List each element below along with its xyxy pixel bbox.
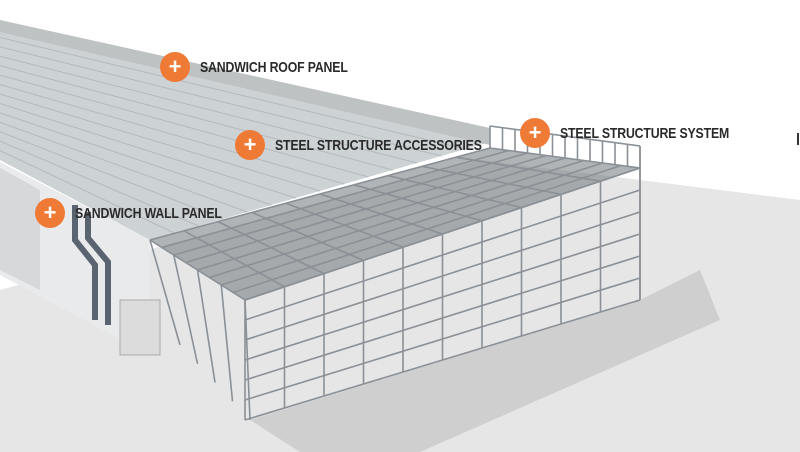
roof-seam xyxy=(0,36,466,150)
steel-purlin xyxy=(149,147,491,241)
steel-purlin xyxy=(209,159,584,279)
hotspot-label: STEEL STRUCTURE SYSTEM xyxy=(560,124,730,142)
roof-seam xyxy=(0,93,321,192)
dock-door xyxy=(119,299,161,356)
steel-purlin xyxy=(197,157,566,271)
hotspot-steel-structure-accessories[interactable]: + STEEL STRUCTURE ACCESSORIES xyxy=(235,130,527,160)
steel-frame xyxy=(149,125,641,421)
steel-column xyxy=(220,284,234,402)
steel-girt xyxy=(244,255,641,381)
steel-purlin xyxy=(221,162,603,286)
roof-seams xyxy=(0,36,466,234)
roof-seam xyxy=(0,55,418,164)
parapet-rail xyxy=(489,125,641,147)
steel-girt xyxy=(244,277,641,401)
hotspot-steel-structure-system[interactable]: + STEEL STRUCTURE SYSTEM xyxy=(520,118,766,148)
steel-purlin xyxy=(173,152,528,256)
plus-icon[interactable]: + xyxy=(235,130,265,160)
roof-seam xyxy=(0,65,393,171)
steel-purlin xyxy=(232,164,622,294)
steel-girt xyxy=(244,211,641,341)
plus-icon[interactable]: + xyxy=(35,198,65,228)
roof-seam xyxy=(0,46,442,157)
steel-purlin xyxy=(244,167,641,301)
frame-shadow xyxy=(250,270,720,452)
steel-column xyxy=(149,239,181,346)
edge-marker xyxy=(797,133,799,145)
roof-seam xyxy=(0,74,369,178)
roof-seam xyxy=(0,150,175,234)
steel-purlin xyxy=(161,149,509,249)
steel-girt xyxy=(244,299,641,421)
hotspot-label: STEEL STRUCTURE ACCESSORIES xyxy=(275,136,482,154)
roof-seam xyxy=(0,131,224,220)
plus-icon[interactable]: + xyxy=(520,118,550,148)
steel-girt xyxy=(244,233,641,361)
wall-stripe xyxy=(72,205,111,325)
steel-column xyxy=(244,299,251,421)
steel-purlin xyxy=(185,154,547,264)
steel-girt xyxy=(244,189,641,321)
steel-column xyxy=(196,269,216,383)
wall-panel-dark xyxy=(0,168,40,290)
plus-icon[interactable]: + xyxy=(160,52,190,82)
hotspot-sandwich-wall-panel[interactable]: + SANDWICH WALL PANEL xyxy=(35,198,254,228)
roof-seam xyxy=(0,112,272,206)
hotspot-label: SANDWICH ROOF PANEL xyxy=(200,58,348,76)
hotspot-label: SANDWICH WALL PANEL xyxy=(75,204,222,222)
roof-seam xyxy=(0,102,296,199)
roof-ridge-edge xyxy=(0,20,490,145)
steel-column xyxy=(172,254,199,364)
roof-seam xyxy=(0,84,345,185)
roof-seam xyxy=(0,140,199,227)
roof-seam xyxy=(0,121,248,213)
hotspot-sandwich-roof-panel[interactable]: + SANDWICH ROOF PANEL xyxy=(160,52,380,82)
